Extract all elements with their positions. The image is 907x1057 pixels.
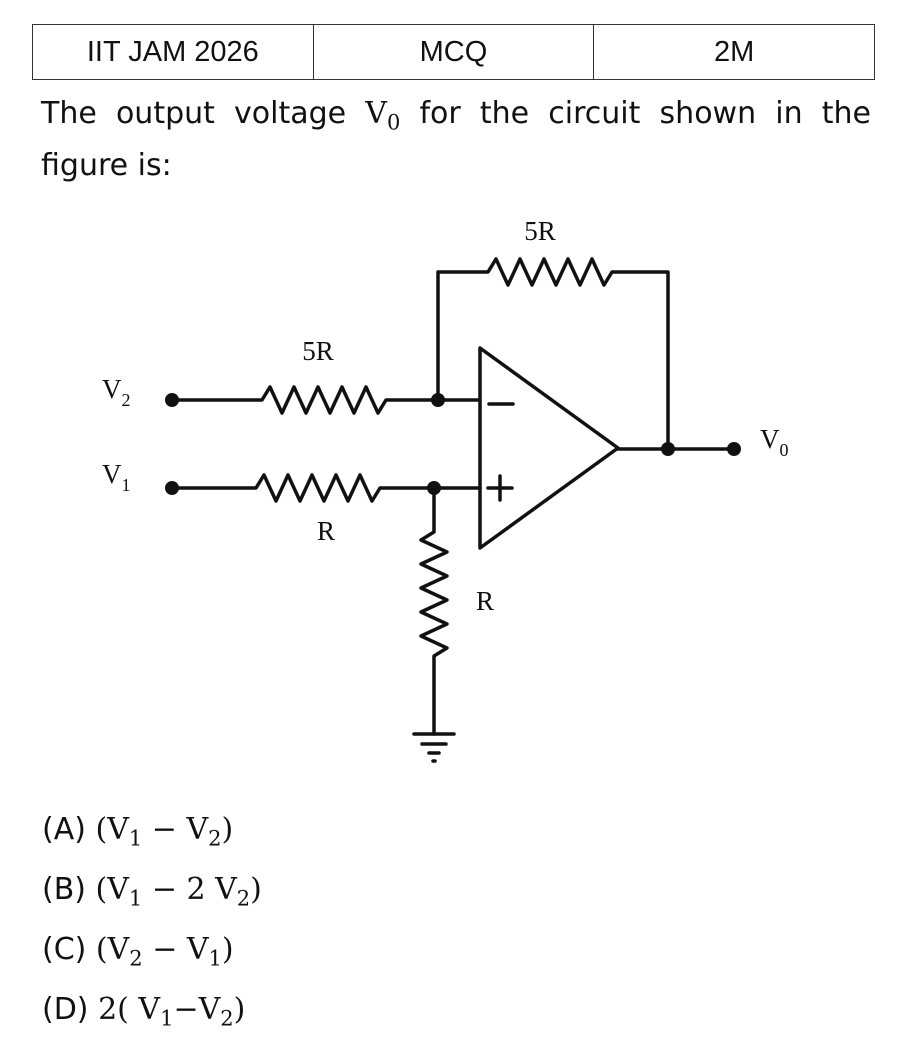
exam-name: IIT JAM 2026 <box>32 24 314 80</box>
question-type: MCQ <box>312 24 595 80</box>
answer-options: (A) (V1 − V2) (B) (V1 − 2 V2) (C) (V2 − … <box>42 806 262 1046</box>
option-c[interactable]: (C) (V2 − V1) <box>42 926 262 986</box>
terminal-v2 <box>165 393 179 407</box>
question-text-before: The output voltage <box>41 96 366 131</box>
option-b[interactable]: (B) (V1 − 2 V2) <box>42 866 262 926</box>
wire-v2-input <box>170 385 482 415</box>
option-d-letter: (D) <box>42 992 89 1027</box>
question-text: The output voltage V0 for the circuit sh… <box>41 88 871 192</box>
terminal-v0 <box>727 442 741 456</box>
label-input1-resistor: R <box>317 516 335 546</box>
header-table: IIT JAM 2026 MCQ 2M <box>32 24 875 80</box>
wire-ground-resistor <box>419 486 449 736</box>
wire-v1-input <box>170 473 482 503</box>
junction-inverting <box>431 393 445 407</box>
label-v2: V2 <box>102 374 131 410</box>
option-d[interactable]: (D) 2( V1−V2) <box>42 986 262 1046</box>
option-b-letter: (B) <box>42 872 86 907</box>
junction-output <box>661 442 675 456</box>
question-variable-subscript: 0 <box>386 110 401 135</box>
terminal-v1 <box>165 481 179 495</box>
label-ground-resistor: R <box>476 586 494 616</box>
op-amp-symbol <box>478 346 620 550</box>
label-feedback-resistor: 5R <box>524 216 556 246</box>
option-c-letter: (C) <box>42 932 87 967</box>
option-d-math: 2( V1−V2) <box>98 992 246 1031</box>
option-a-letter: (A) <box>42 812 86 847</box>
junction-noninverting <box>427 481 441 495</box>
label-v0: V0 <box>760 424 789 460</box>
label-input2-resistor: 5R <box>302 336 334 366</box>
marks: 2M <box>593 24 875 80</box>
question-text-after: for the circuit shown in the figure is: <box>41 96 871 183</box>
option-a-math: (V1 − V2) <box>95 812 234 851</box>
circuit-diagram: 5R 5R R R V2 V1 V0 <box>102 216 789 763</box>
header-row: IIT JAM 2026 MCQ 2M <box>32 24 875 80</box>
question-variable-letter: V <box>365 96 387 131</box>
option-c-math: (V2 − V1) <box>95 932 234 971</box>
question-variable: V0 <box>365 96 401 135</box>
wire-feedback <box>436 257 670 451</box>
option-b-math: (V1 − 2 V2) <box>95 872 262 911</box>
label-v1: V1 <box>102 459 131 495</box>
option-a[interactable]: (A) (V1 − V2) <box>42 806 262 866</box>
